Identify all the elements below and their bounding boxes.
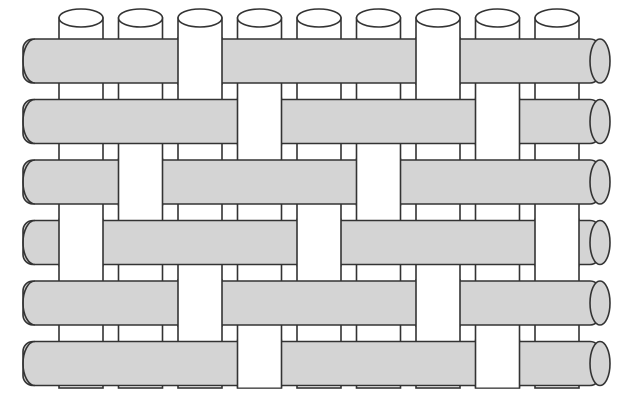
warp-over-segment: [535, 219, 579, 267]
warp-over-segment: [178, 279, 222, 327]
weft-thread: [23, 100, 610, 144]
warp-over-segment: [238, 98, 282, 146]
weft-end-cap: [590, 342, 610, 386]
warp-end-cap: [535, 9, 579, 27]
warp-over-segment: [476, 340, 520, 388]
warp-end-cap: [416, 9, 460, 27]
warp-end-cap: [297, 9, 341, 27]
warp-over-segment: [178, 37, 222, 85]
weft-thread: [23, 39, 610, 83]
warp-end-cap: [178, 9, 222, 27]
warp-over-segment: [416, 37, 460, 85]
weft-thread: [23, 160, 610, 204]
warp-over-segment: [416, 279, 460, 327]
warp-over-segment: [59, 219, 103, 267]
warp-end-cap: [59, 9, 103, 27]
weft-end-cap: [590, 221, 610, 265]
warp-over-segment: [119, 158, 163, 206]
weft-end-cap: [590, 100, 610, 144]
weft-thread: [23, 281, 610, 325]
warp-over-segment: [297, 219, 341, 267]
weft-end-cap: [590, 160, 610, 204]
warp-end-cap: [476, 9, 520, 27]
warp-over-segment: [476, 98, 520, 146]
warp-over-segment: [238, 340, 282, 388]
weft-end-cap: [590, 281, 610, 325]
warp-over-segment: [357, 158, 401, 206]
warp-end-cap: [119, 9, 163, 27]
weft-end-cap: [590, 39, 610, 83]
warp-end-cap: [238, 9, 282, 27]
weft-thread: [23, 342, 610, 386]
warp-end-cap: [357, 9, 401, 27]
